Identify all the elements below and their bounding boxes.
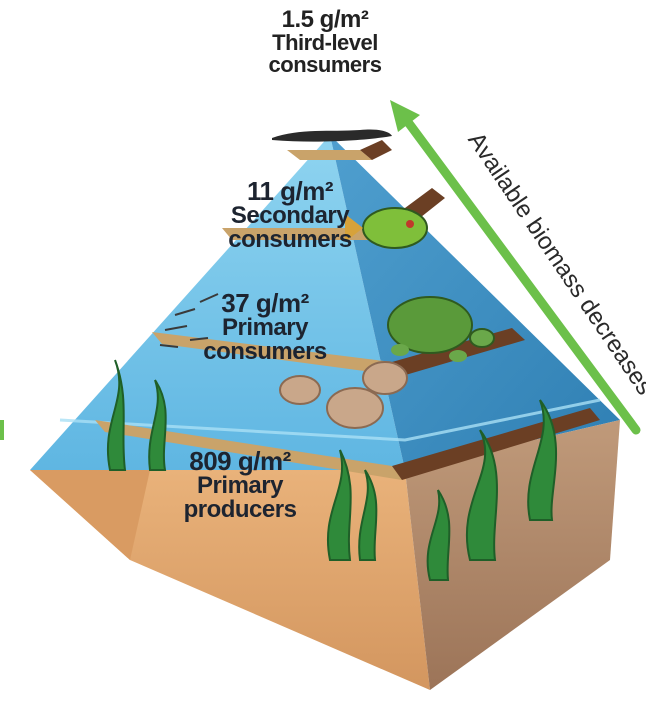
level-name: Primary: [175, 316, 355, 340]
level-name: Secondary: [200, 204, 380, 228]
biomass-value: 809 g/m²: [150, 448, 330, 474]
biomass-value: 1.5 g/m²: [235, 8, 415, 32]
biomass-value: 11 g/m²: [200, 178, 380, 204]
level-name: consumers: [200, 228, 380, 252]
level-name: Third-level: [235, 32, 415, 54]
level-name: producers: [150, 498, 330, 522]
level-name: Primary: [150, 474, 330, 498]
level-name: consumers: [235, 54, 415, 76]
level-name: consumers: [175, 340, 355, 364]
level-label-secondary: 11 g/m² Secondary consumers: [200, 178, 380, 252]
biomass-value: 37 g/m²: [175, 290, 355, 316]
level-label-producers: 809 g/m² Primary producers: [150, 448, 330, 522]
level-label-primary-consumers: 37 g/m² Primary consumers: [175, 290, 355, 364]
eel-icon: [272, 129, 392, 141]
left-edge-marker: [0, 420, 4, 440]
level-label-third-level: 1.5 g/m² Third-level consumers: [235, 8, 415, 76]
